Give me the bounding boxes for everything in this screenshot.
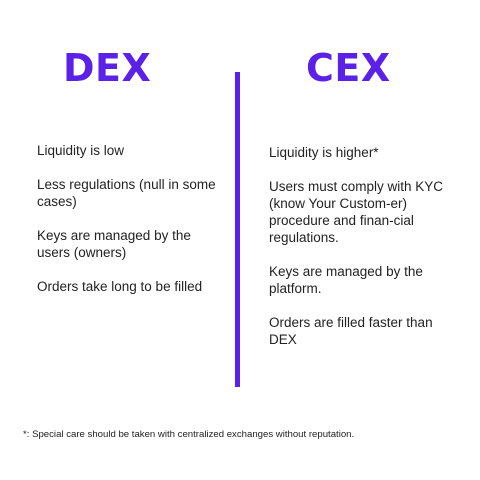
cex-item-keys: Keys are managed by the platform. <box>269 264 423 296</box>
cex-item-liquidity: Liquidity is higher* <box>269 145 379 160</box>
cex-item-orders: Orders are filled faster than DEX <box>269 315 433 347</box>
footnote: *: Special care should be taken with cen… <box>23 429 355 440</box>
cex-heading: CEX <box>306 46 391 90</box>
cex-feature-list: Liquidity is higher* Users must comply w… <box>269 144 454 365</box>
dex-item-keys: Keys are managed by the users (owners) <box>37 228 191 260</box>
cex-item-kyc: Users must comply with KYC (know Your Cu… <box>269 179 444 245</box>
dex-item-orders: Orders take long to be filled <box>37 279 203 294</box>
dex-feature-list: Liquidity is low Less regulations (null … <box>37 142 227 312</box>
dex-item-liquidity: Liquidity is low <box>37 143 125 158</box>
dex-item-regulations: Less regulations (null in some cases) <box>37 177 216 209</box>
dex-heading: DEX <box>63 46 152 90</box>
column-divider <box>235 72 240 387</box>
